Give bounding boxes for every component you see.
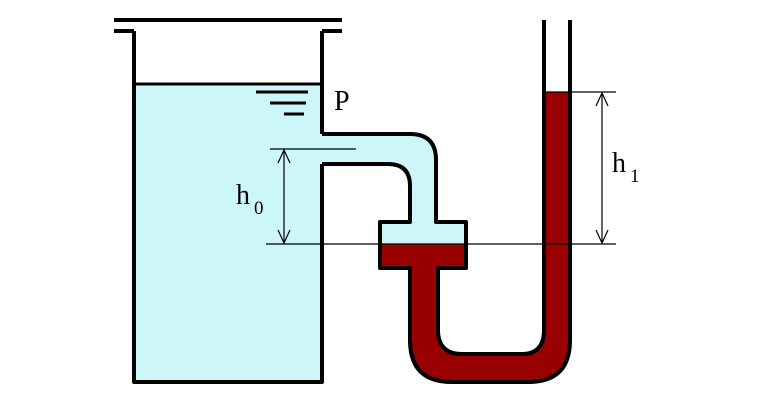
h0-subscript: 0 (254, 198, 264, 219)
dimension-lines (266, 91, 616, 245)
tank-water (134, 84, 466, 382)
mercury-column (380, 92, 570, 382)
h1-subscript: 1 (630, 166, 640, 187)
dimension-arrows (277, 91, 609, 245)
vessel-outline (114, 18, 572, 384)
h0-label: h (236, 180, 250, 211)
pressure-label: P (334, 86, 350, 117)
free-surface-symbol (256, 90, 308, 116)
h1-label: h (612, 148, 626, 179)
